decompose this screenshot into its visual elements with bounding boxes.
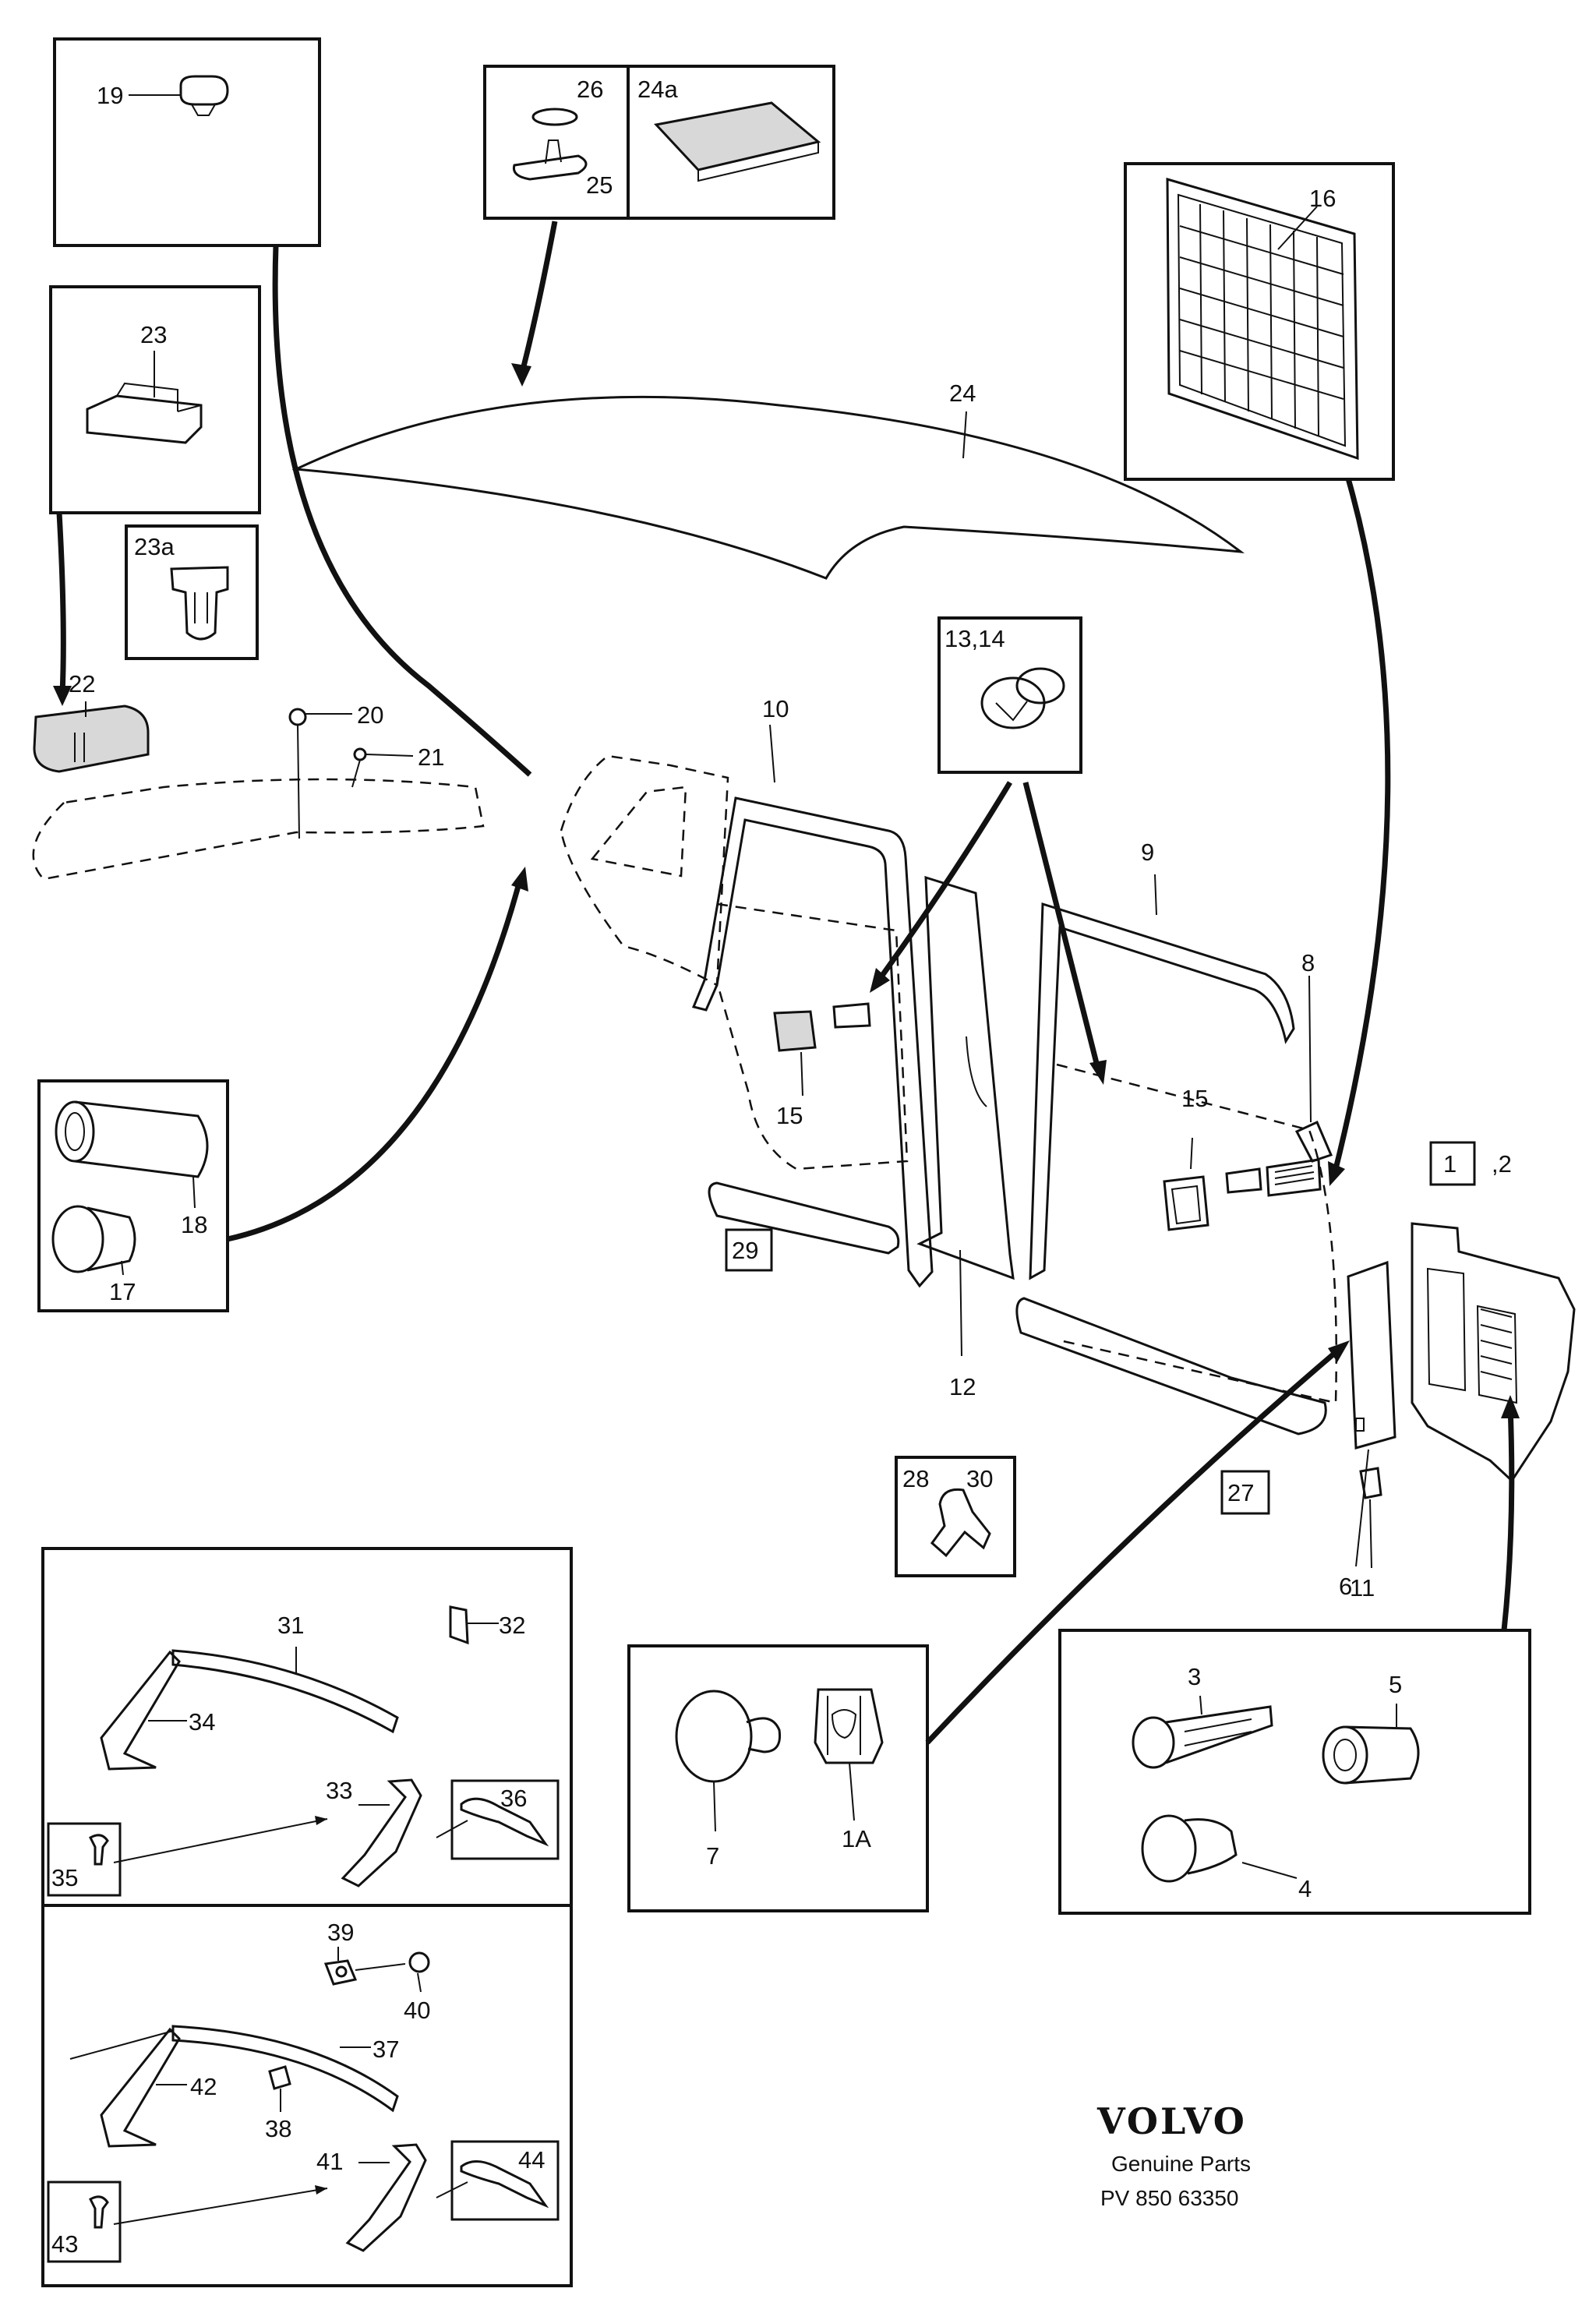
- label-28: 28: [902, 1465, 929, 1492]
- label-12: 12: [949, 1373, 976, 1400]
- brand-subtitle: Genuine Parts: [1111, 2152, 1251, 2176]
- label-5: 5: [1389, 1671, 1402, 1698]
- inset-box-7-1A: 7 1A: [627, 1644, 929, 1912]
- label-27: 27: [1227, 1479, 1254, 1506]
- headliner: 24: [291, 380, 1245, 580]
- inset-box-28-30: 28 30: [895, 1456, 1016, 1577]
- label-22: 22: [69, 670, 95, 697]
- kick-panel: 1 ,2 6 11: [1339, 1141, 1576, 1601]
- label-43: 43: [51, 2230, 78, 2258]
- label-9: 9: [1141, 839, 1154, 866]
- front-speaker-grille: [1274, 1165, 1315, 1185]
- label-36: 36: [500, 1785, 527, 1812]
- label-30: 30: [966, 1465, 993, 1492]
- inset-box-13-14: 13,14: [937, 616, 1082, 774]
- label-23a: 23a: [134, 533, 175, 560]
- inset-box-23: 23: [49, 285, 261, 514]
- front-sill: 27: [1015, 1297, 1327, 1515]
- label-42: 42: [190, 2073, 217, 2100]
- label-13-14: 13,14: [945, 625, 1005, 652]
- label-39: 39: [327, 1919, 354, 1946]
- label-35: 35: [51, 1864, 78, 1891]
- label-7: 7: [706, 1842, 719, 1870]
- leader-arrows: [53, 221, 1520, 1745]
- label-41: 41: [316, 2148, 343, 2175]
- rear-sill: 29: [708, 1181, 900, 1272]
- label-6: 6: [1339, 1573, 1352, 1600]
- inset-box-24a-25-26: 26 25 24a: [483, 65, 835, 220]
- label-16: 16: [1309, 185, 1336, 212]
- inset-box-17-18: 18 17: [37, 1079, 229, 1312]
- label-19: 19: [97, 82, 123, 109]
- part-code: PV 850 63350: [1100, 2186, 1239, 2210]
- label-37: 37: [373, 2036, 399, 2063]
- label-32: 32: [499, 1612, 525, 1639]
- label-34: 34: [189, 1708, 215, 1736]
- label-11: 11: [1350, 1574, 1375, 1601]
- label-10: 10: [762, 695, 789, 722]
- label-33: 33: [326, 1777, 352, 1804]
- rear-quarter-body: [560, 754, 729, 987]
- label-44: 44: [518, 2146, 545, 2174]
- label-3: 3: [1188, 1663, 1201, 1690]
- label-15b: 15: [1181, 1085, 1208, 1112]
- inset-box-19: 19: [53, 37, 321, 247]
- label-17: 17: [109, 1278, 136, 1305]
- inset-box-23a: 23a: [125, 524, 259, 660]
- label-25: 25: [586, 171, 613, 199]
- inset-box-37-44: 39 40 37 42 38 41 44 43: [41, 1904, 573, 2287]
- front-door: 15 9 8: [1029, 839, 1338, 1404]
- label-1: 1: [1443, 1150, 1457, 1178]
- inset-box-31-36: 31 32 34 33 36 35: [41, 1547, 573, 1907]
- b-pillar: 12: [916, 875, 1015, 1400]
- brand-block: VOLVO Genuine Parts PV 850 63350: [1096, 2100, 1251, 2210]
- label-18: 18: [181, 1211, 207, 1238]
- grille-slats: [1179, 203, 1344, 437]
- label-8: 8: [1301, 949, 1315, 976]
- rear-shelf: 22 20 21: [32, 670, 485, 881]
- label-20: 20: [357, 701, 383, 729]
- label-24: 24: [949, 380, 976, 407]
- label-40: 40: [404, 1997, 430, 2024]
- label-23: 23: [140, 321, 167, 348]
- label-1-suffix: ,2: [1492, 1150, 1512, 1178]
- label-38: 38: [265, 2115, 291, 2142]
- inset-box-3-4-5: 3 5 4: [1058, 1629, 1531, 1915]
- label-15a: 15: [776, 1102, 803, 1129]
- label-21: 21: [418, 743, 444, 771]
- label-4: 4: [1298, 1875, 1312, 1902]
- volvo-logo: VOLVO: [1096, 2100, 1247, 2142]
- label-1A: 1A: [842, 1825, 871, 1852]
- inset-box-16: 16: [1124, 162, 1395, 481]
- label-26: 26: [577, 76, 603, 103]
- label-29: 29: [732, 1237, 758, 1264]
- rear-door: 15 10: [691, 695, 934, 1288]
- label-24a: 24a: [637, 76, 678, 103]
- label-31: 31: [277, 1612, 304, 1639]
